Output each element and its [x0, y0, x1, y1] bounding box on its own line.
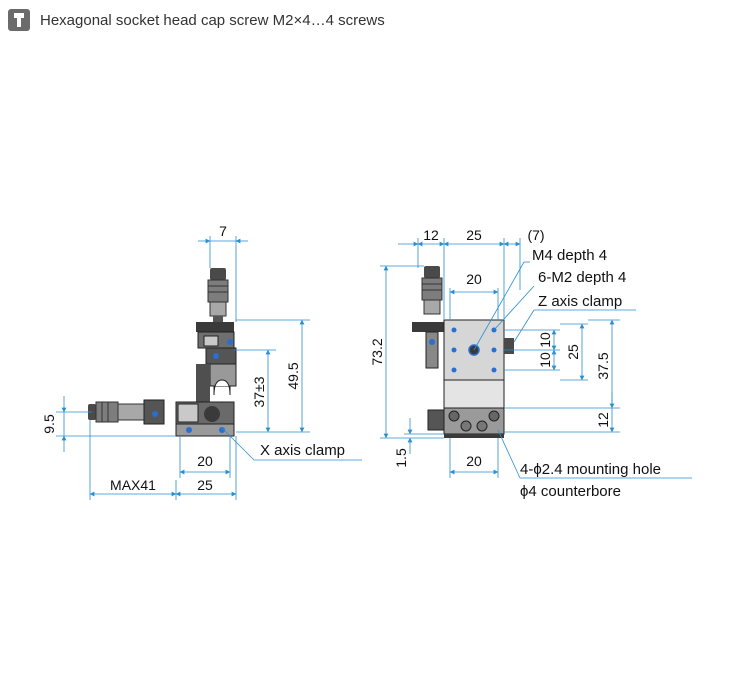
label-counterbore: ϕ4 counterbore — [520, 483, 621, 500]
dim-right-ref: (7) — [527, 227, 544, 243]
label-mounting-hole: 4-ϕ2.4 mounting hole — [520, 461, 661, 478]
dim-right-table-width: 20 — [466, 271, 482, 287]
dim-right-base-offset: 1.5 — [393, 448, 409, 468]
dim-right-base-height: 12 — [595, 412, 611, 428]
z-micrometer — [207, 268, 229, 324]
wrench-icon — [8, 9, 30, 31]
label-x-axis-clamp: X axis clamp — [260, 442, 345, 459]
z-table — [443, 319, 514, 381]
dim-left-travel-max: MAX41 — [110, 477, 156, 493]
dim-right-total-height: 73.2 — [369, 338, 385, 365]
dim-right-hole-up: 10 — [537, 332, 553, 348]
dim-right-hole-down: 10 — [537, 352, 553, 368]
dim-left-height-top: 49.5 — [285, 362, 301, 389]
label-z-axis-clamp: Z axis clamp — [538, 293, 622, 310]
label-m2-depth: 6-M2 depth 4 — [538, 269, 626, 286]
z-body — [427, 379, 505, 438]
dim-left-top-offset: 7 — [219, 223, 227, 239]
dim-right-left-offset: 12 — [423, 227, 439, 243]
dim-right-span: 25 — [466, 227, 482, 243]
z-column — [196, 322, 237, 404]
dim-left-base-offset: 25 — [197, 477, 213, 493]
dim-left-micrometer-height: 9.5 — [41, 414, 57, 434]
dim-right-hole-span: 25 — [565, 344, 581, 360]
left-stage-view — [88, 268, 237, 437]
screw-note: Hexagonal socket head cap screw M2×4…4 s… — [40, 11, 385, 29]
label-m4-depth: M4 depth 4 — [532, 247, 607, 264]
right-dimension-lines — [380, 238, 692, 479]
x-base — [175, 401, 235, 437]
header: Hexagonal socket head cap screw M2×4…4 s… — [8, 8, 385, 32]
dim-left-height-center: 37±3 — [251, 376, 267, 407]
dim-left-base-width: 20 — [197, 453, 213, 469]
right-stage-view — [412, 266, 514, 438]
dim-right-base-width: 20 — [466, 453, 482, 469]
left-dimension-lines — [56, 236, 362, 500]
z-micrometer-right — [412, 266, 444, 369]
x-micrometer — [88, 399, 165, 425]
dim-right-center-height: 37.5 — [595, 352, 611, 379]
